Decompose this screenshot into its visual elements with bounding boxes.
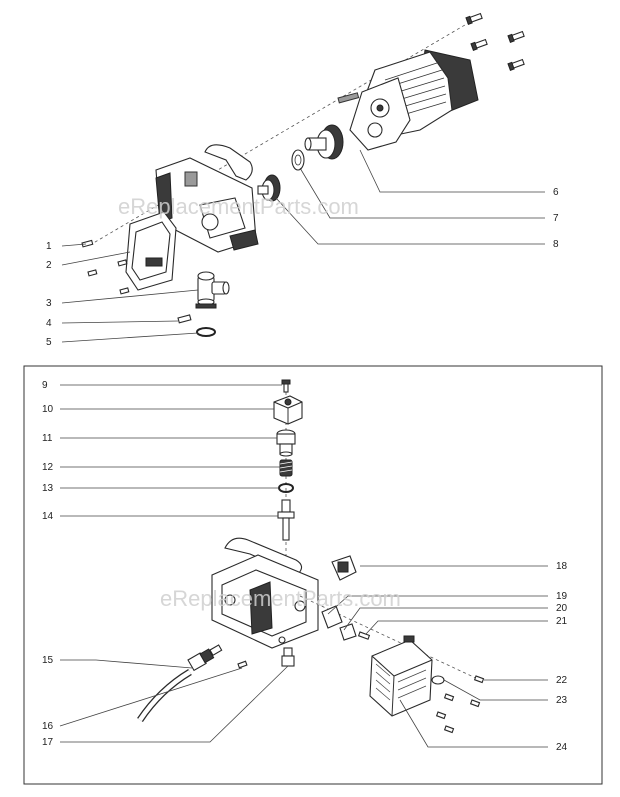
valve-pin <box>277 499 295 541</box>
pinion-gear <box>257 174 281 202</box>
callout-20: 20 <box>556 603 568 614</box>
screws-cover <box>87 259 130 295</box>
callout-2: 2 <box>46 260 52 271</box>
valve-cap <box>273 395 303 425</box>
o-ring-5 <box>196 327 216 337</box>
screw-9 <box>281 379 291 393</box>
watermark-top: eReplacementParts.com <box>118 194 359 219</box>
switch <box>331 555 357 581</box>
callout-1: 1 <box>46 241 52 252</box>
spring <box>279 459 293 477</box>
detail-frame <box>23 365 603 785</box>
callout-15: 15 <box>42 655 54 666</box>
callout-17: 17 <box>42 737 54 748</box>
hose <box>137 644 223 722</box>
washer-ring <box>291 149 305 171</box>
screws-box <box>435 693 481 734</box>
callout-8: 8 <box>553 239 559 250</box>
gearbox-housing <box>155 144 259 253</box>
o-ring-23 <box>431 675 445 685</box>
top-assembly: 1 2 3 4 5 6 7 8 eReplacementParts.com <box>46 12 559 348</box>
callout-24: 24 <box>556 742 568 753</box>
callout-4: 4 <box>46 318 52 329</box>
screw-1 <box>81 239 94 248</box>
leader-lines-top <box>61 149 545 343</box>
callout-23: 23 <box>556 695 568 706</box>
valve-elbow <box>195 271 230 309</box>
valve-body <box>276 429 296 457</box>
pin-4 <box>177 314 192 324</box>
callout-13: 13 <box>42 483 54 494</box>
motor-assembly <box>337 49 479 151</box>
gear-large <box>304 124 344 160</box>
callout-22: 22 <box>556 675 568 686</box>
callout-21: 21 <box>556 616 568 627</box>
callout-11: 11 <box>42 433 53 444</box>
control-module <box>369 635 433 717</box>
callout-14: 14 <box>42 511 54 522</box>
callout-5: 5 <box>46 337 52 348</box>
callout-12: 12 <box>42 462 54 473</box>
leader-lines-bottom <box>59 384 548 748</box>
callout-16: 16 <box>42 721 54 732</box>
small-parts-19-21 <box>321 605 371 641</box>
callout-3: 3 <box>46 298 52 309</box>
callout-6: 6 <box>553 187 559 198</box>
cover-plate <box>125 211 177 291</box>
bottom-assembly: 9 10 11 12 13 14 15 16 17 18 19 20 21 22… <box>42 379 568 753</box>
screws-top-right <box>465 12 525 71</box>
callout-19: 19 <box>556 591 568 602</box>
callout-7: 7 <box>553 213 559 224</box>
watermark-bottom: eReplacementParts.com <box>160 586 401 611</box>
fitting-17 <box>281 647 295 667</box>
callout-9: 9 <box>42 380 48 391</box>
screw-22 <box>473 675 485 684</box>
callout-10: 10 <box>42 404 54 415</box>
pump-housing <box>211 537 319 649</box>
callout-18: 18 <box>556 561 568 572</box>
screw-16 <box>237 660 248 669</box>
